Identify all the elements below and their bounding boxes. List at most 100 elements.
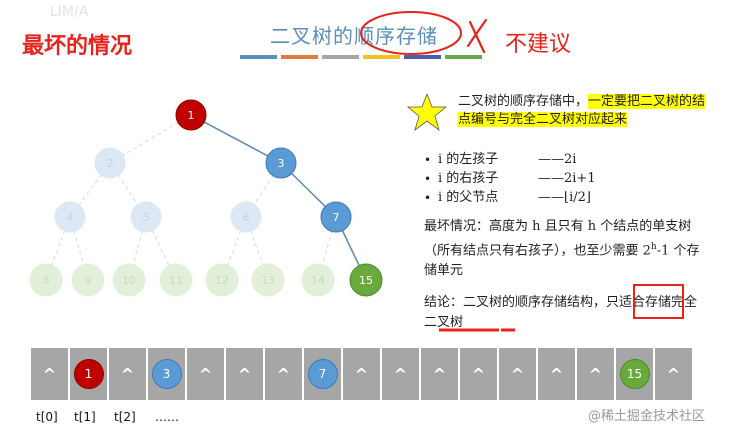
empty-marker: ^ — [549, 364, 564, 384]
tree-edge — [109, 114, 192, 164]
relation-value: ——⌊i/2⌋ — [538, 189, 591, 205]
tree-node-label: 2 — [107, 157, 114, 170]
array-cell: 3 — [148, 348, 185, 400]
tree-node: 12 — [205, 263, 239, 297]
relation-item: •i 的左孩子——2i — [424, 150, 598, 169]
title-text: 二叉树的顺序存储 — [270, 24, 438, 48]
color-strip — [240, 55, 482, 59]
empty-marker: ^ — [120, 364, 135, 384]
array-cell: ^ — [499, 348, 536, 400]
tree-node: 11 — [159, 263, 193, 297]
tree-node: 8 — [29, 263, 63, 297]
tree-node-label: 11 — [169, 274, 183, 287]
array-cell: 15 — [616, 348, 653, 400]
tree-node-label: 14 — [311, 274, 325, 287]
tree-node-label: 8 — [43, 274, 50, 287]
tree-node: 4 — [54, 201, 86, 233]
tree-node: 15 — [349, 263, 383, 297]
array-node: 3 — [151, 359, 182, 389]
empty-marker: ^ — [588, 364, 603, 384]
storage-note-plain: 二叉树的顺序存储中， — [458, 94, 589, 109]
storage-note: 二叉树的顺序存储中，一定要把二叉树的结点编号与完全二叉树对应起来 — [458, 93, 708, 129]
array-index-label: t[1] — [74, 410, 96, 424]
array-cell: ^ — [577, 348, 614, 400]
star-icon — [406, 92, 448, 132]
array-cell: 1 — [70, 348, 107, 400]
tree-node-label: 12 — [215, 274, 229, 287]
strip-segment — [363, 55, 400, 59]
tree-edge — [190, 114, 282, 164]
empty-marker: ^ — [666, 364, 681, 384]
bullet-icon: • — [424, 190, 432, 205]
worst-case-text: 最坏情况：高度为 h 且只有 h 个结点的单支树（所有结点只有右孩子），也至少需… — [424, 217, 709, 281]
array-cell: ^ — [421, 348, 458, 400]
relation-key: i 的左孩子 — [438, 151, 499, 167]
storage-array: ^ 1 ^ 3 ^ ^ ^ 7 ^ ^ ^ ^ ^ ^ ^ 15 ^ — [31, 348, 692, 400]
relation-item: •i 的右孩子——2i+1 — [424, 169, 598, 188]
array-index-label: …… — [155, 410, 179, 424]
faint-header-text: LIM/A — [50, 4, 89, 20]
cross-mark-icon — [466, 18, 488, 54]
empty-marker: ^ — [276, 364, 291, 384]
relation-list: •i 的左孩子——2i•i 的右孩子——2i+1•i 的父节点——⌊i/2⌋ — [424, 150, 598, 207]
array-cell: ^ — [460, 348, 497, 400]
empty-marker: ^ — [198, 364, 213, 384]
array-cell: ^ — [343, 348, 380, 400]
highlight-box-annotation — [633, 284, 684, 319]
underline-annotation — [439, 328, 515, 332]
relation-value: ——2i+1 — [538, 170, 596, 186]
array-cell: ^ — [109, 348, 146, 400]
relation-value: ——2i — [538, 151, 577, 167]
tree-node: 6 — [230, 201, 262, 233]
empty-marker: ^ — [42, 364, 57, 384]
empty-marker: ^ — [393, 364, 408, 384]
empty-marker: ^ — [510, 364, 525, 384]
array-cell: ^ — [187, 348, 224, 400]
tree-node: 1 — [175, 99, 207, 131]
page-title: 二叉树的顺序存储 — [270, 11, 462, 55]
tree-node: 13 — [251, 263, 285, 297]
tree-node-label: 7 — [333, 211, 340, 224]
not-recommended-label: 不建议 — [505, 32, 572, 57]
empty-marker: ^ — [471, 364, 486, 384]
array-cell: ^ — [31, 348, 68, 400]
relation-key: i 的右孩子 — [438, 170, 499, 186]
worst-case-tail: -1 个存储单元 — [424, 243, 700, 279]
tree-node: 7 — [320, 201, 352, 233]
worst-case-heading: 最坏的情况 — [22, 34, 133, 59]
array-cell: ^ — [538, 348, 575, 400]
tree-node-label: 5 — [143, 211, 150, 224]
tree-node-label: 4 — [67, 211, 74, 224]
tree-node: 5 — [130, 201, 162, 233]
worst-case-body: 最坏情况：高度为 h 且只有 h 个结点的单支树（所有结点只有右孩子），也至少需… — [424, 219, 692, 259]
empty-marker: ^ — [237, 364, 252, 384]
tree-node-label: 9 — [85, 274, 92, 287]
worst-case-exponent: h — [650, 242, 657, 252]
strip-segment — [240, 55, 277, 59]
array-cell: ^ — [655, 348, 692, 400]
array-cell: ^ — [265, 348, 302, 400]
strip-segment — [404, 55, 441, 59]
array-index-label: t[0] — [36, 410, 58, 424]
relation-item: •i 的父节点——⌊i/2⌋ — [424, 188, 598, 207]
tree-node-label: 6 — [243, 211, 250, 224]
strip-segment — [322, 55, 359, 59]
tree-node-label: 13 — [261, 274, 275, 287]
array-node: 7 — [307, 359, 338, 389]
tree-node-label: 15 — [359, 274, 373, 287]
watermark: @稀土掘金技术社区 — [588, 409, 706, 424]
array-node: 15 — [619, 359, 650, 389]
array-index-label: t[2] — [114, 410, 136, 424]
tree-node-label: 10 — [122, 274, 136, 287]
array-cell: ^ — [382, 348, 419, 400]
tree-node: 14 — [301, 263, 335, 297]
empty-marker: ^ — [354, 364, 369, 384]
array-node: 1 — [73, 359, 104, 389]
tree-node-label: 1 — [188, 109, 195, 122]
tree-node: 10 — [112, 263, 146, 297]
strip-segment — [281, 55, 318, 59]
tree-node: 9 — [71, 263, 105, 297]
strip-segment — [445, 55, 482, 59]
circle-annotation — [360, 11, 462, 55]
